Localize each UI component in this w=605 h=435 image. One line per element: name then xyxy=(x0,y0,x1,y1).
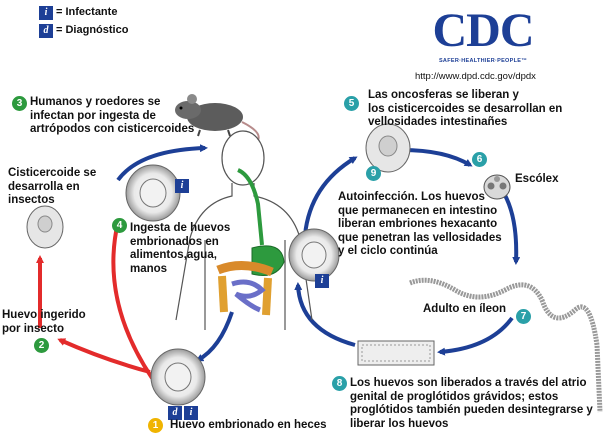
infective-badge-step-1: i xyxy=(184,406,198,420)
arrow-oncosphere-to-scolex xyxy=(401,148,473,167)
source-url: http://www.dpd.cdc.gov/dpdx xyxy=(415,71,536,82)
step-9-number: 9 xyxy=(366,166,381,181)
step-4-label: Ingesta de huevos embrionados en aliment… xyxy=(130,222,231,275)
step-6-number: 6 xyxy=(472,152,487,167)
step-1-number: 1 xyxy=(148,418,163,433)
step-2-label: Huevo ingerido por insecto xyxy=(2,309,86,335)
arrow-scolex-to-adult xyxy=(500,188,521,265)
cdc-logo-letters: CDC xyxy=(432,4,535,57)
step-7-number: 7 xyxy=(516,309,531,324)
step-8-label: Los huevos son liberados a través del at… xyxy=(350,377,593,430)
step-3-number: 3 xyxy=(12,96,27,111)
egg-step-1 xyxy=(150,348,206,406)
infective-legend-label: = Infectante xyxy=(56,6,118,18)
cysticercoid-insect-label: Cisticercoide se desarrolla en insectos xyxy=(8,167,97,206)
digestive-tract xyxy=(216,168,285,316)
step-5-label: Las oncosferas se liberan y los cisticer… xyxy=(368,89,563,128)
step-1-label: Huevo embrionado en heces xyxy=(170,419,327,431)
infective-badge-autoinfection: i xyxy=(315,274,329,288)
step-6-label: Escólex xyxy=(515,173,559,185)
arrow-egg-to-insect xyxy=(57,338,151,374)
gravid-proglottid xyxy=(357,340,435,366)
arrow-ingestion-to-human xyxy=(116,144,208,182)
rat-illustration xyxy=(175,94,260,141)
arrow-egg-direct-ingestion xyxy=(111,219,154,380)
diagnostic-badge-step-1: d xyxy=(168,406,182,420)
adult-tapeworm xyxy=(409,277,603,413)
cysticercoid-in-villi xyxy=(365,123,411,173)
step-7-label: Adulto en íleon xyxy=(423,303,507,315)
scolex-illustration xyxy=(483,174,511,200)
step-5-number: 5 xyxy=(344,96,359,111)
step-3-label: Humanos y roedores se infectan por inges… xyxy=(30,96,195,135)
cysticercoid-in-insect xyxy=(26,205,64,249)
arrow-proglottids-to-autoinfection xyxy=(294,282,356,347)
step-4-number: 4 xyxy=(112,218,127,233)
arrow-adult-to-proglottids xyxy=(437,316,514,356)
infective-badge-step-4: i xyxy=(175,179,189,193)
diagnostic-icon: d xyxy=(39,24,53,38)
diagnostic-legend-label: = Diagnóstico xyxy=(56,24,129,36)
infective-icon: i xyxy=(39,6,53,20)
step-2-number: 2 xyxy=(34,338,49,353)
egg-step-4 xyxy=(125,164,181,222)
egg-autoinfection xyxy=(288,228,340,282)
cdc-logo: CDC SAFER·HEALTHIER·PEOPLE™ xyxy=(432,4,535,70)
step-8-number: 8 xyxy=(332,376,347,391)
arrow-autoinfection-to-oncosphere xyxy=(303,156,358,236)
arrow-human-to-egg xyxy=(195,311,234,362)
autoinfection-label: Autoinfección. Los huevos que permanecen… xyxy=(338,191,502,257)
cdc-logo-tagline: SAFER·HEALTHIER·PEOPLE™ xyxy=(438,58,528,64)
